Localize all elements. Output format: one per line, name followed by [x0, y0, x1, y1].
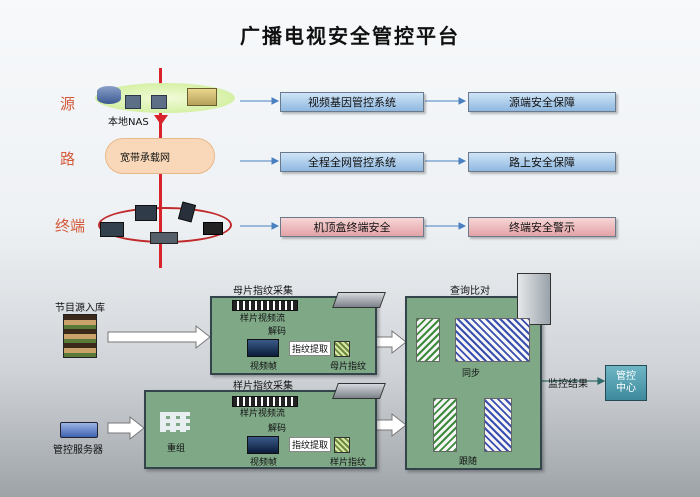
phone-icon — [203, 222, 223, 235]
film-strip-icon — [232, 300, 298, 311]
video-frame-icon — [247, 339, 279, 357]
master-frame-label: 视频帧 — [250, 362, 278, 372]
master-extract-label: 指纹提取 — [289, 341, 332, 356]
follow-fingerprint-right — [484, 398, 512, 452]
monitor-result-label: 监控结果 — [548, 379, 588, 390]
cloud-shape — [105, 138, 215, 174]
sync-fingerprint-left — [416, 318, 440, 362]
road-security-box: 路上安全保障 — [468, 152, 616, 172]
fingerprint-icon — [334, 437, 350, 453]
row-label-terminal: 终端 — [55, 217, 86, 235]
sample-panel-title: 样片指纹采集 — [233, 381, 293, 392]
cloud-label: 宽带承载网 — [120, 153, 170, 164]
sample-decode-label: 解码 — [268, 424, 287, 434]
sample-extract-label: 指纹提取 — [289, 437, 332, 452]
nas-disk-icon — [97, 86, 121, 104]
control-server-icon — [60, 422, 98, 438]
control-server-label: 管控服务器 — [53, 445, 103, 456]
master-panel-title: 母片指纹采集 — [233, 286, 293, 297]
video-frame-icon — [247, 436, 279, 454]
control-center-box: 管控中心 — [605, 365, 647, 401]
follow-label: 跟随 — [459, 457, 478, 467]
program-source-thumbnails — [63, 314, 97, 358]
server-box-icon — [332, 292, 386, 308]
sample-stream-label: 样片视频流 — [240, 409, 286, 419]
arrow-down-icon — [154, 115, 168, 125]
settop-terminal-security-box: 机顶盒终端安全 — [280, 217, 424, 237]
monitor-icon — [135, 205, 157, 221]
server-icon — [125, 95, 141, 109]
master-decode-label: 解码 — [268, 327, 287, 337]
settop-box-icon — [150, 232, 178, 244]
terminal-security-alert-box: 终端安全警示 — [468, 217, 616, 237]
full-network-control-box: 全程全网管控系统 — [280, 152, 424, 172]
source-security-box: 源端安全保障 — [468, 92, 616, 112]
film-strip-icon — [232, 396, 298, 407]
sample-frame-label: 视频帧 — [250, 458, 278, 468]
video-gene-control-system-box: 视频基因管控系统 — [280, 92, 424, 112]
row-label-road: 路 — [60, 150, 76, 168]
sync-label: 同步 — [462, 369, 481, 379]
compare-panel-title: 查询比对 — [450, 286, 490, 297]
server-icon — [151, 95, 167, 109]
master-fingerprint-label: 母片指纹 — [330, 362, 367, 372]
control-center-label: 管控中心 — [616, 371, 636, 394]
reorg-label: 重组 — [167, 444, 186, 454]
master-stream-label: 样片视频流 — [240, 314, 286, 324]
upper-arrows — [240, 97, 467, 230]
sample-fingerprint-label: 样片指纹 — [330, 458, 367, 468]
sync-fingerprint-right — [455, 318, 530, 362]
nas-label: 本地NAS — [108, 117, 149, 128]
page-title: 广播电视安全管控平台 — [240, 24, 460, 48]
row-label-source: 源 — [60, 95, 76, 113]
server-box-icon — [332, 383, 386, 399]
program-source-label: 节目源入库 — [55, 303, 105, 314]
server-tower-icon — [517, 273, 551, 325]
laptop-icon — [100, 222, 124, 237]
reorg-grid-icon — [160, 412, 190, 432]
storage-rack-icon — [187, 88, 217, 106]
follow-fingerprint-left — [433, 398, 457, 452]
fingerprint-icon — [334, 341, 350, 357]
